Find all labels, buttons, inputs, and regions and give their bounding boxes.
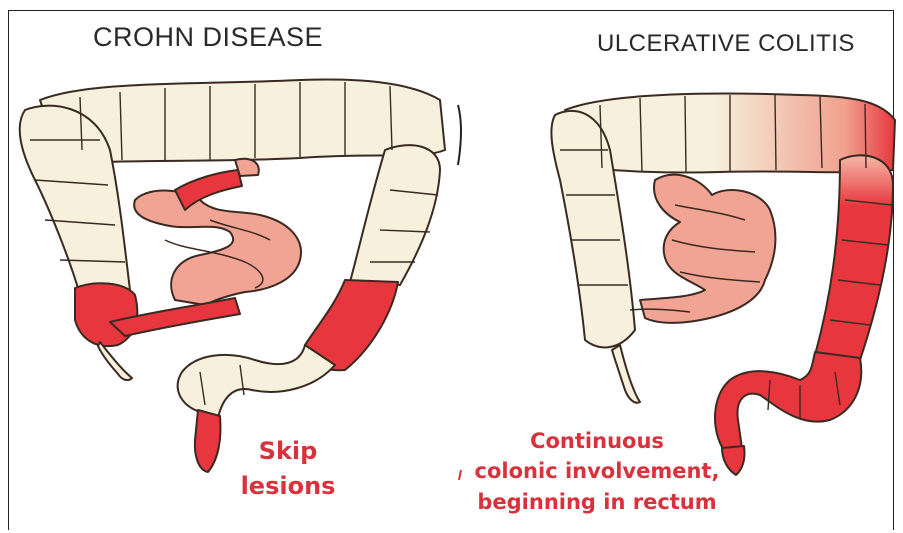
crohn-descending-colon — [350, 145, 440, 285]
stray-mark — [459, 470, 461, 480]
uc-descending-colon — [815, 155, 893, 360]
uc-caption: Continuous colonic involvement, beginnin… — [462, 426, 732, 517]
crohn-title: CROHN DISEASE — [93, 22, 323, 53]
uc-small-intestine — [630, 175, 775, 323]
uc-caption-line3: beginning in rectum — [462, 487, 732, 517]
uc-title: ULCERATIVE COLITIS — [597, 30, 855, 58]
uc-appendix — [612, 345, 640, 403]
crohn-caption-line1: Skip — [228, 434, 348, 469]
crohn-inflamed-cecum — [75, 283, 137, 346]
crohn-appendix — [98, 342, 132, 380]
crohn-caption: Skip lesions — [228, 434, 348, 504]
uc-caption-line2: colonic involvement, — [462, 456, 732, 486]
crohn-small-intestine — [134, 191, 301, 305]
uc-caption-line1: Continuous — [462, 426, 732, 456]
crohn-caption-line2: lesions — [228, 469, 348, 504]
crohn-inflamed-rectum — [195, 410, 221, 472]
divider-mark — [458, 105, 461, 165]
